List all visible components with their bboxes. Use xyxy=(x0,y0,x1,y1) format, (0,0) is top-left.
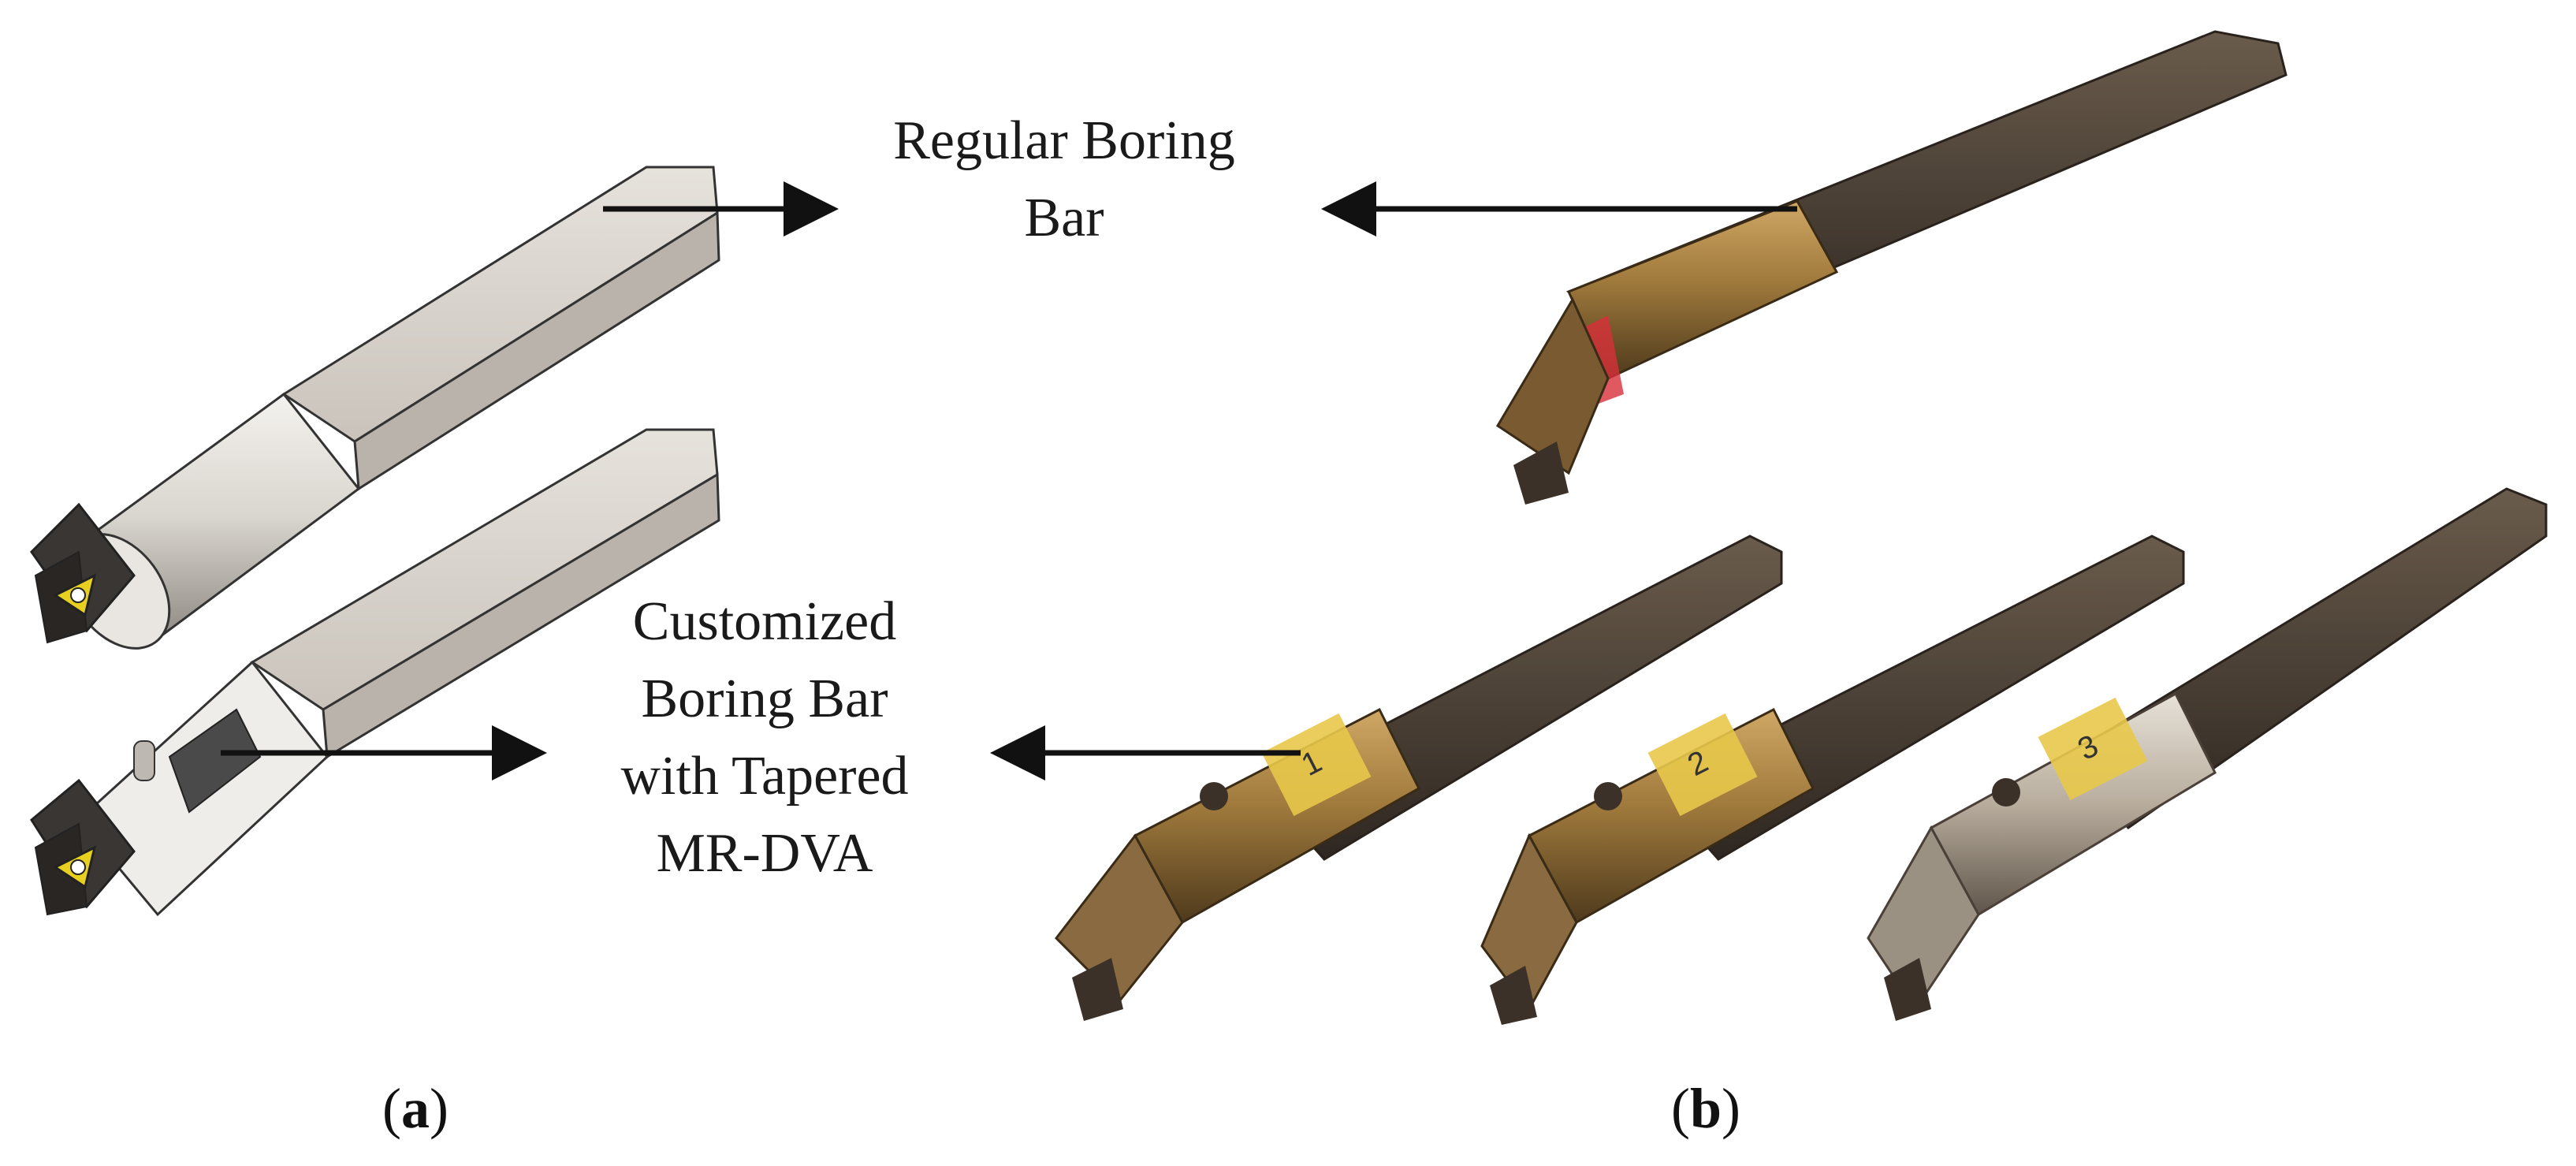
label-customized-line-2: Boring Bar xyxy=(641,669,888,729)
label-customized-line-3: with Tapered xyxy=(620,746,909,807)
label-regular-boring-bar: Regular Boring Bar xyxy=(836,102,1293,257)
cad-regular-boring-bar xyxy=(30,166,720,650)
label-customized-line-4: MR-DVA xyxy=(656,823,873,884)
photo-customized-boring-bar-3: 3 xyxy=(1867,487,2548,1021)
photo-customized-boring-bar-1: 1 xyxy=(1055,535,1783,1021)
tapered-mr-dva-icon xyxy=(168,708,262,814)
label-customized-boring-bar: Customized Boring Bar with Tapered MR-DV… xyxy=(552,583,977,892)
photo-customized-boring-bar-2: 2 xyxy=(1480,535,2185,1025)
label-regular-line-2: Bar xyxy=(1024,188,1104,248)
panel-label-b: (b) xyxy=(1671,1077,1741,1140)
label-regular-line-1: Regular Boring xyxy=(893,110,1235,171)
photo-regular-boring-bar xyxy=(1495,30,2288,505)
panel-label-a: (a) xyxy=(382,1077,449,1140)
cad-customized-boring-bar xyxy=(30,428,720,917)
label-customized-line-1: Customized xyxy=(632,591,897,652)
